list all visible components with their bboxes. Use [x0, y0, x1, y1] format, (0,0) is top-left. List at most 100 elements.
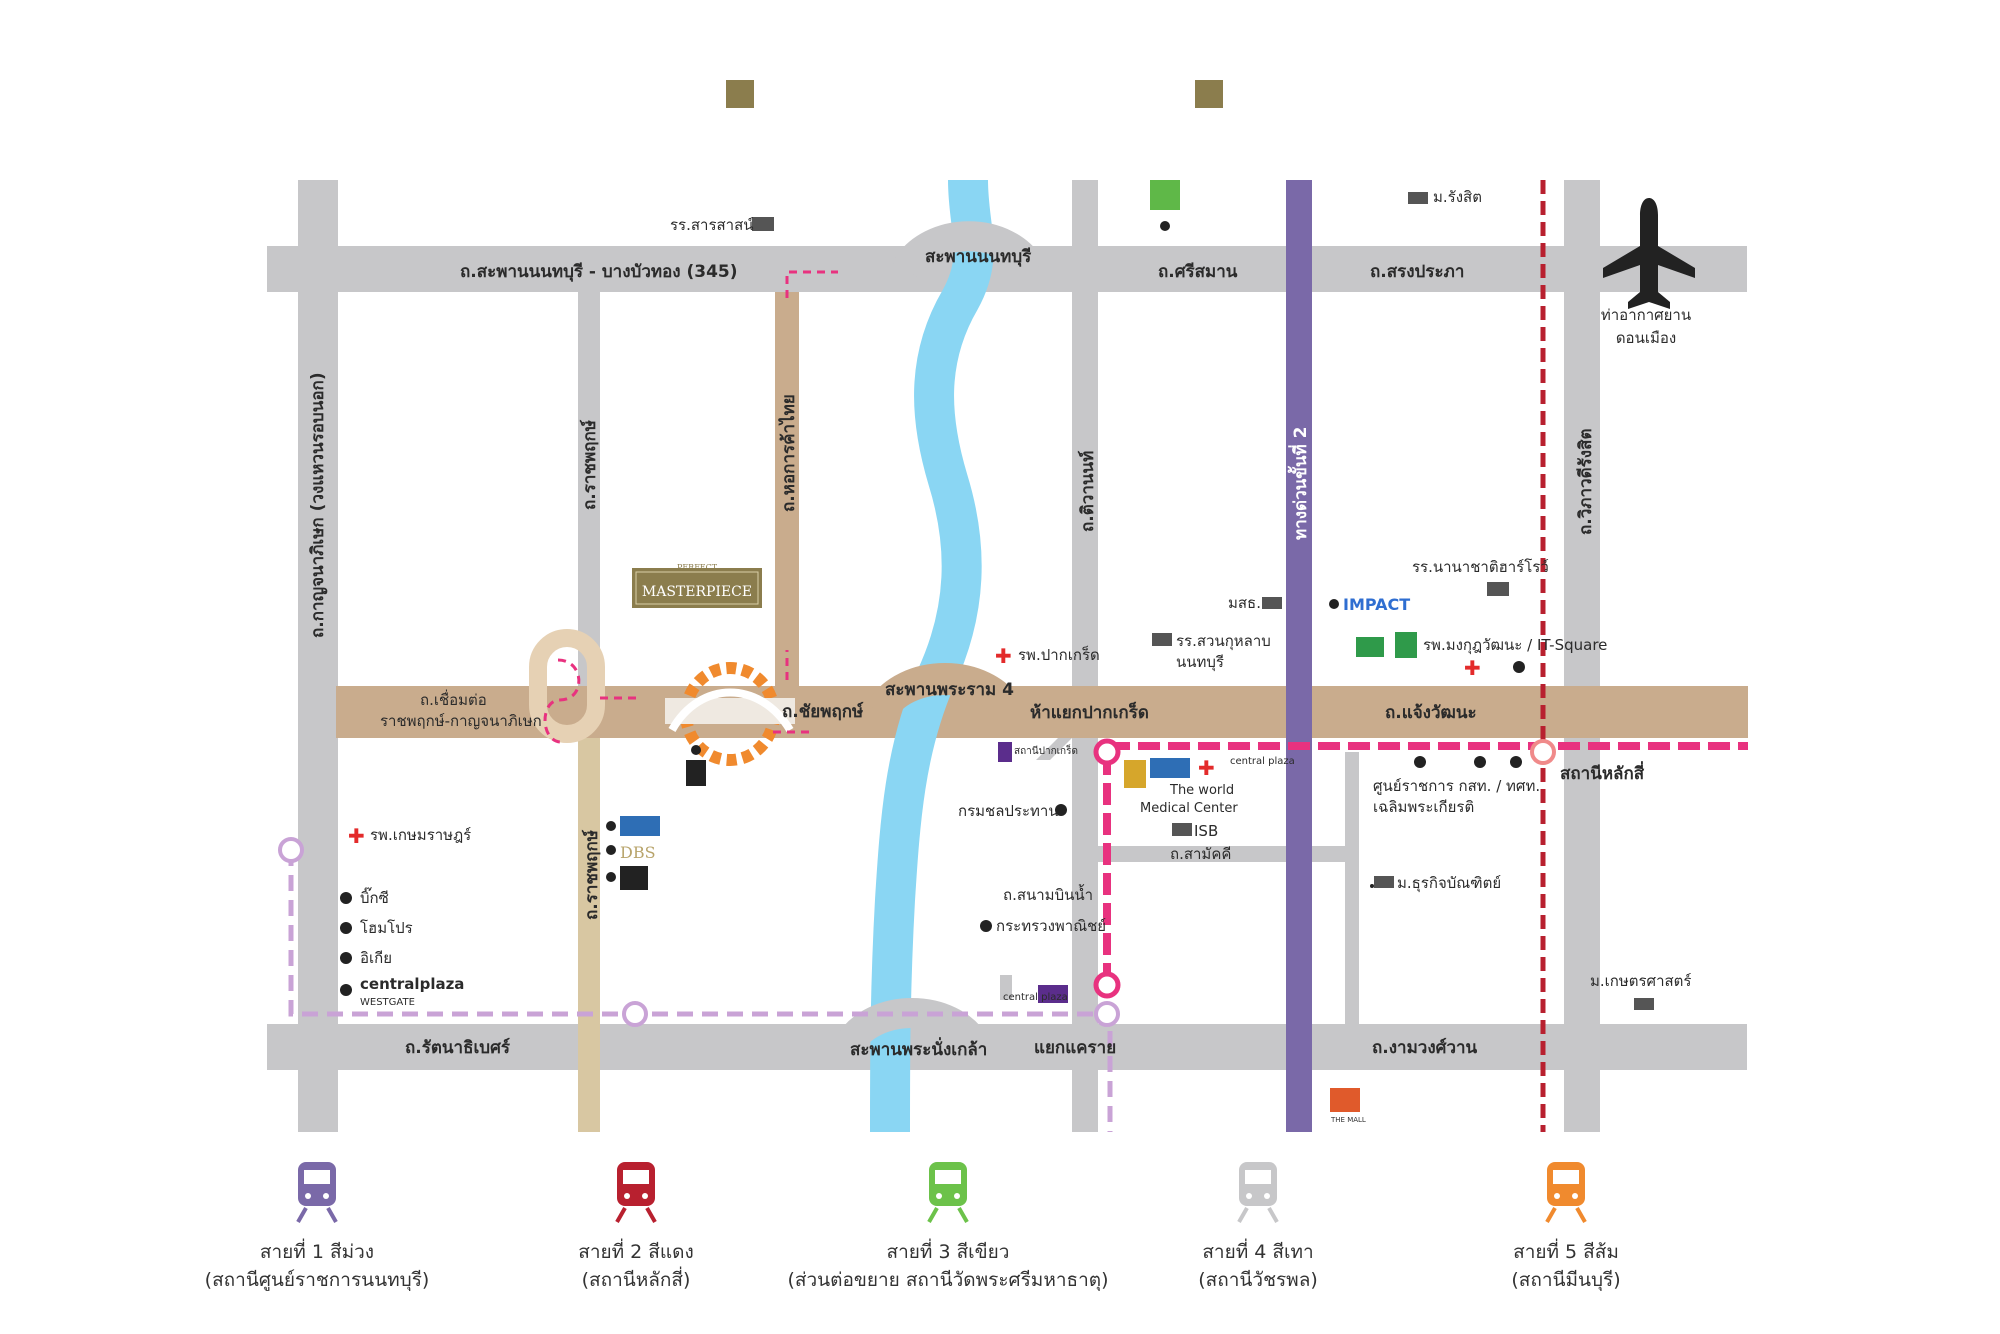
irrigation-label: กรมชลประทาน: [958, 802, 1059, 820]
tesco-lotus-logo: [1356, 637, 1384, 657]
world-medical-label-2: Medical Center: [1140, 801, 1238, 816]
the-mall-logo: [1330, 1088, 1360, 1112]
westgate-label: WESTGATE: [360, 997, 415, 1008]
dbs-dot-2: [606, 845, 616, 855]
expressway-2: [1286, 180, 1312, 1132]
bridge-nonthaburi: [891, 221, 1046, 279]
ho-kan-kha-thai-road: [775, 292, 799, 690]
legend-item-orange: สายที่ 5 สีส้ม (สถานีมีนบุรี): [1396, 1160, 1736, 1294]
suan-kularb-icon: [1152, 633, 1172, 646]
gov-center-label-2: เฉลิมพระเกียรติ: [1373, 798, 1474, 816]
purple-line: [288, 850, 1113, 1132]
legend-item-purple: สายที่ 1 สีม่วง (สถานีศูนย์ราชการนนทบุรี…: [147, 1160, 487, 1294]
song-prapha-label: ถ.สรงประภา: [1370, 262, 1464, 282]
homepro-label: โฮมโปร: [360, 919, 413, 937]
train-icon-red: [615, 1162, 657, 1223]
masterpiece-label: MASTERPIECE: [642, 584, 752, 600]
north-road-label: ถ.สะพานนนทบุรี - บางบัวทอง (345): [460, 261, 738, 282]
centralplaza-wg-label: centralplaza: [360, 975, 464, 993]
pak-kret-station-logo: [998, 742, 1012, 762]
gov-center-dots: [1414, 756, 1522, 768]
impact-logo: IMPACT: [1343, 595, 1410, 614]
vibhavadi-label: ถ.วิภาวดีรังสิต: [1575, 429, 1596, 535]
legend-item-red: สายที่ 2 สีแดง (สถานีหลักสี่): [466, 1160, 806, 1294]
western-interchange: [529, 629, 605, 744]
airport-label-2: ดอนเมือง: [1616, 329, 1676, 347]
centralplaza-cw-label: central plaza: [1230, 756, 1295, 767]
train-icon-grey: [1237, 1162, 1279, 1223]
nang-klao-bridge-label: สะพานพระนั่งเกล้า: [850, 1037, 987, 1060]
legend-station-label: (ส่วนต่อขยาย สถานีวัดพระศรีมหาธาตุ): [787, 1269, 1109, 1291]
world-medical-label: The world: [1169, 783, 1234, 798]
ratchaphruek-south-label: ถ.ราชพฤกษ์: [581, 830, 602, 920]
suan-kularb-label: รร.สวนกุหลาบ: [1176, 632, 1271, 651]
pak-kret-junction-label: ห้าแยกปากเกร็ด: [1030, 700, 1149, 723]
train-icon-purple: [296, 1162, 338, 1223]
dbs-dot: [606, 821, 616, 831]
q-logo-dot: [1160, 221, 1170, 231]
intl-school-label: รร.นานาชาติฮาร์โรว์: [1412, 558, 1549, 576]
sammakkhi-label: ถ.สามัคคี: [1170, 845, 1231, 863]
legend-line-label: สายที่ 4 สีเทา: [1202, 1241, 1314, 1263]
dhurakij-label: ม.ธุรกิจบัณฑิตย์: [1397, 874, 1501, 893]
link-road-label: ถ.เชื่อมต่อ: [420, 689, 487, 709]
intl-school-icon: [1487, 582, 1509, 596]
kanchanaphisek-label: ถ.กาญจนาภิเษก (วงแหวนรอบนอก): [308, 372, 328, 638]
big-c-label: บิ๊กซี: [360, 887, 389, 907]
pak-kret-hosp-label: รพ.ปากเกร็ด: [1018, 645, 1100, 664]
pak-kret-station-label: สถานีปากเกร็ด: [1014, 743, 1078, 757]
legend-line-label: สายที่ 2 สีแดง: [578, 1241, 694, 1263]
kasemrad-hosp-label: รพ.เกษมราษฎร์: [370, 826, 471, 844]
legend-line-label: สายที่ 1 สีม่วง: [259, 1241, 375, 1263]
bridge-rama4: [866, 663, 1024, 722]
khae-rai-label: แยกแคราย: [1034, 1038, 1116, 1058]
impact-dot: [1329, 599, 1339, 609]
sarasas-icon: [752, 217, 774, 231]
chic-dot-top: [691, 745, 701, 755]
legend-station-label: (สถานีวัชรพล): [1198, 1269, 1318, 1291]
ratchaphruek-south: [578, 690, 600, 1132]
kasetsart-icon: [1634, 998, 1654, 1010]
chaiyaphruek-label: ถ.ชัยพฤกษ์: [782, 701, 864, 722]
commerce-dot: [980, 920, 992, 932]
legend-item-green: สายที่ 3 สีเขียว (ส่วนต่อขยาย สถานีวัดพร…: [778, 1160, 1118, 1294]
central-ngw-logo: [1038, 985, 1068, 1003]
sukhothai-univ-icon: [1262, 597, 1282, 609]
mongkut-logo: [1395, 632, 1417, 658]
dhurakij-dot: [1370, 884, 1374, 888]
expressway-2-label: ทางด่วนขั้นที่ 2: [1287, 427, 1311, 540]
sanambinnam-label: ถ.สนามบินน้ำ: [1003, 884, 1093, 904]
rangsit-univ-label: ม.รังสิต: [1433, 188, 1482, 206]
it-square-dot: [1513, 661, 1525, 673]
route-arrows: [600, 270, 838, 734]
link-road-label-2: ราชพฤกษ์-กาญจนาภิเษก: [380, 712, 542, 730]
purple-station-khae-rai: [1094, 1001, 1120, 1027]
gov-center-label: ศูนย์ราชการ กสท. / ทศท.: [1373, 777, 1540, 795]
sukhothai-univ-label: มสธ.: [1228, 594, 1261, 612]
chaengwattana-label: ถ.แจ้งวัฒนะ: [1385, 703, 1477, 723]
legend-station-label: (สถานีหลักสี่): [581, 1269, 691, 1291]
purple-station-west: [278, 837, 304, 863]
chic-logo: [620, 866, 648, 890]
red-station-lak-si: [1530, 739, 1556, 765]
pink-station-pak-kret: [1093, 738, 1121, 766]
masterpiece-logo: PERFECT MASTERPIECE: [632, 563, 762, 608]
ikea-label: อิเกีย: [360, 949, 392, 967]
central-ngw-label: central plaza: [1003, 992, 1068, 1003]
rama4-bridge-label: สะพานพระราม 4: [885, 680, 1014, 700]
pak-kret-hosp-cross-icon: ✚: [995, 644, 1012, 668]
lak-si-station-label: สถานีหลักสี่: [1560, 761, 1645, 784]
ratchaphruek-north-label: ถ.ราชพฤกษ์: [579, 420, 600, 510]
big-c-logo-cw: [1124, 760, 1146, 788]
graduation-cap-icon: [1408, 192, 1428, 204]
homepro-logo-ratchaphruek: [620, 816, 660, 836]
chao-phraya-river: [870, 179, 994, 1133]
airport-label: ท่าอากาศยาน: [1601, 306, 1691, 324]
train-icon-orange: [1545, 1162, 1587, 1223]
mongkut-cross-icon: ✚: [1464, 656, 1481, 680]
commerce-ministry-label: กระทรวงพาณิชย์: [996, 917, 1106, 935]
tiwanon-label: ถ.ติวานนท์: [1077, 451, 1098, 532]
ngamwongwan-label: ถ.งามวงศ์วาน: [1372, 1037, 1478, 1058]
chic-dot: [606, 872, 616, 882]
